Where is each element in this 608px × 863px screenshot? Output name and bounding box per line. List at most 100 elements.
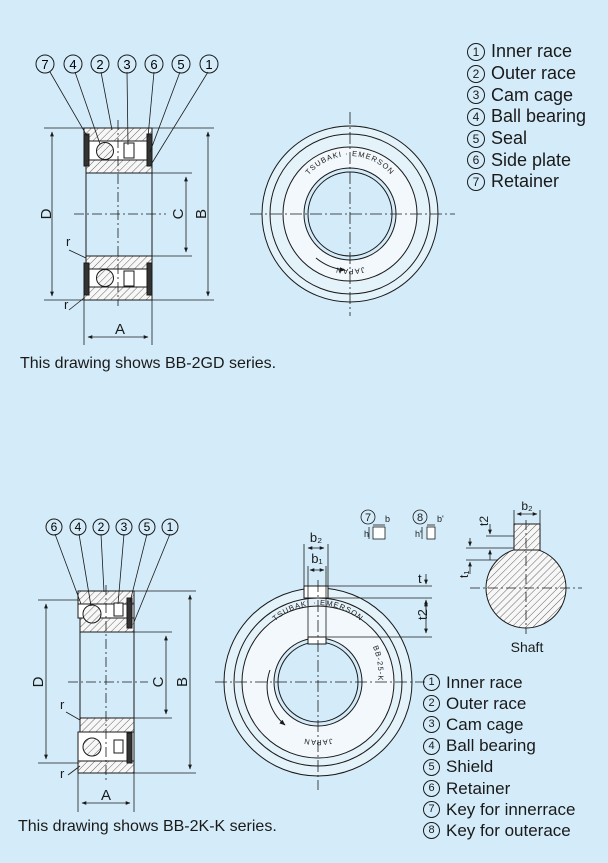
bottom-callout-3-label: 3 xyxy=(121,520,128,534)
top-callout-4: 4 xyxy=(63,54,83,74)
legend-number: 1 xyxy=(467,42,485,61)
svg-text:JAPAN: JAPAN xyxy=(303,737,334,748)
key-details xyxy=(360,509,436,540)
bottom-callout-4: 4 xyxy=(69,518,87,536)
legend-number: 6 xyxy=(467,151,485,170)
top-callout-6: 6 xyxy=(144,54,164,74)
shaft-dim-b2: b₂ xyxy=(521,499,533,513)
key-detail-labels: 7 8 b h b' h' xyxy=(364,512,444,539)
top-callout-5: 5 xyxy=(171,54,191,74)
shaft-labels: b₂ t2 t₁ Shaft xyxy=(457,499,543,655)
legend-label: Shield xyxy=(446,757,494,777)
top-dim-D: D xyxy=(38,208,55,219)
bottom-callout-1: 1 xyxy=(161,518,179,536)
legend-label: Retainer xyxy=(446,778,511,798)
legend-item: 5 Shield xyxy=(423,757,575,778)
legend-label: Side plate xyxy=(491,149,572,170)
bottom-dim-r-upper: r xyxy=(60,697,65,712)
shaft-section xyxy=(470,520,582,634)
bottom-callout-5-label: 5 xyxy=(144,520,151,534)
key7-number: 7 xyxy=(365,512,371,524)
bottom-callout-3: 3 xyxy=(115,518,133,536)
top-dim-A: A xyxy=(115,321,125,338)
top-ring-origin: JAPAN xyxy=(334,265,364,276)
legend-label: Retainer xyxy=(491,171,560,192)
legend-label: Outer race xyxy=(446,693,527,713)
top-callout-4-label: 4 xyxy=(69,57,76,72)
bottom-callout-5: 5 xyxy=(138,518,156,536)
legend-label: Cam cage xyxy=(491,84,574,105)
bottom-dim-B: B xyxy=(174,677,191,687)
shaft-label: Shaft xyxy=(511,639,544,655)
top-dim-r-lower: r xyxy=(64,297,69,312)
legend-item: 3 Cam cage xyxy=(467,84,586,106)
shaft-dim-t1: t₁ xyxy=(457,571,471,578)
bottom-callout-numbers: 6 4 2 3 5 1 xyxy=(45,518,179,536)
top-callout-5-label: 5 xyxy=(177,57,184,72)
shaft-dimensions xyxy=(466,510,541,574)
top-callout-numbers: 7 4 2 3 6 5 1 xyxy=(35,54,219,74)
legend-label: Ball bearing xyxy=(446,736,536,756)
shaft-dim-t2: t2 xyxy=(477,516,491,526)
top-section-view xyxy=(74,120,166,306)
legend-number: 4 xyxy=(423,737,440,755)
bottom-dim-r-lower: r xyxy=(60,766,65,781)
top-callout-1-label: 1 xyxy=(205,57,212,72)
key8-b-prime: b' xyxy=(437,514,444,524)
bottom-dim-A: A xyxy=(101,787,111,804)
legend-label: Seal xyxy=(491,128,528,149)
bottom-callout-4-label: 4 xyxy=(75,520,82,534)
legend-item: 4 Ball bearing xyxy=(423,736,575,757)
legend-number: 1 xyxy=(423,674,440,692)
legend-label: Key for innerrace xyxy=(446,799,576,819)
legend-label: Inner race xyxy=(491,41,573,62)
legend-item: 7 Key for innerrace xyxy=(423,799,575,820)
top-dim-B: B xyxy=(193,209,210,219)
top-dim-C: C xyxy=(170,208,187,219)
bottom-dimension-lines xyxy=(38,590,196,812)
key7-h: h xyxy=(364,529,369,539)
top-callout-7-label: 7 xyxy=(41,57,48,72)
legend-item: 8 Key for outerace xyxy=(423,820,575,841)
key7-b: b xyxy=(385,514,390,524)
top-dimension-labels: D C B A r r xyxy=(38,208,210,338)
bottom-front-dimensions xyxy=(303,544,432,638)
legend-number: 2 xyxy=(467,64,485,83)
dim-t-front: t xyxy=(418,571,422,586)
top-front-view xyxy=(250,112,455,316)
top-callout-leaders xyxy=(49,71,209,164)
bottom-ring-origin: JAPAN xyxy=(303,737,333,748)
bottom-front-dim-labels: b₂ b₁ t t2 xyxy=(310,530,430,620)
key8-h-prime: h' xyxy=(415,529,422,539)
legend-number: 5 xyxy=(467,129,485,148)
bottom-caption: This drawing shows BB-2K-K series. xyxy=(18,818,277,835)
bottom-dim-C: C xyxy=(150,676,167,687)
dim-t2-front: t2 xyxy=(415,609,430,620)
legend-number: 5 xyxy=(423,758,440,776)
legend-number: 8 xyxy=(423,822,440,840)
bottom-callout-6-label: 6 xyxy=(51,520,58,534)
legend-label: Key for outerace xyxy=(446,820,571,840)
top-callout-1: 1 xyxy=(199,54,219,74)
legend-number: 4 xyxy=(467,107,485,126)
top-caption: This drawing shows BB-2GD series. xyxy=(20,355,277,372)
top-callout-3-label: 3 xyxy=(123,57,130,72)
bottom-callout-2-label: 2 xyxy=(98,520,105,534)
top-callout-7: 7 xyxy=(35,54,55,74)
bottom-callout-leaders xyxy=(54,533,171,623)
legend-number: 7 xyxy=(423,801,440,819)
bottom-callout-1-label: 1 xyxy=(167,520,174,534)
legend-number: 3 xyxy=(467,86,485,105)
top-callout-2-label: 2 xyxy=(96,57,103,72)
top-dimension-lines xyxy=(44,127,214,345)
key8-number: 8 xyxy=(417,512,423,524)
bottom-section-view xyxy=(68,585,148,780)
legend-number: 3 xyxy=(423,716,440,734)
